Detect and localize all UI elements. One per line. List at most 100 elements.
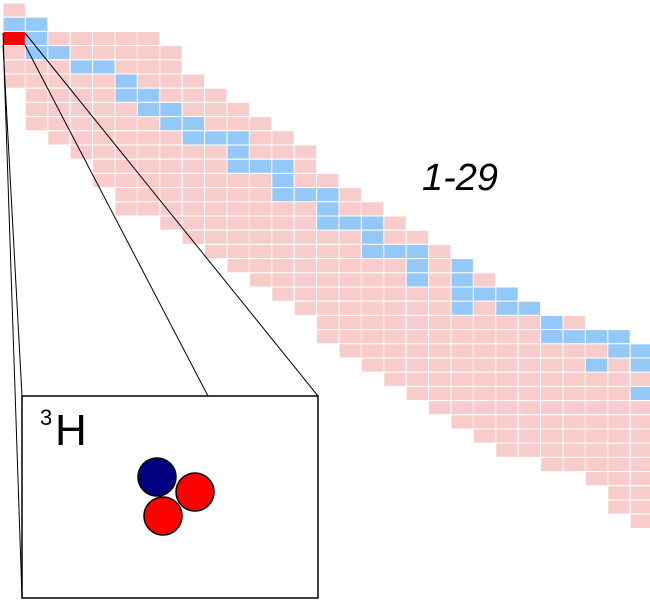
nuclide-cell-unstable	[24, 73, 49, 89]
nuclide-cell-unstable	[24, 87, 49, 103]
nuclide-cell-unstable	[293, 201, 318, 217]
nuclide-cell-unstable	[136, 158, 161, 174]
nuclide-cell-unstable	[405, 286, 430, 302]
nuclide-cell-unstable	[629, 414, 650, 430]
nuclide-cell-unstable	[316, 272, 340, 288]
nuclide-cell-unstable	[517, 414, 542, 430]
nuclide-cell-stable	[405, 243, 430, 260]
nuclide-cell-stable	[405, 272, 430, 288]
nuclide-cell-unstable	[316, 329, 340, 345]
nuclide-cell-unstable	[136, 59, 161, 75]
nuclide-cell-unstable	[383, 371, 407, 387]
nuclide-cell-unstable	[472, 428, 497, 444]
connector-line	[24, 32, 319, 397]
nuclide-cell-unstable	[2, 73, 26, 89]
nuclide-cell-unstable	[495, 414, 519, 430]
nuclide-cell-unstable	[338, 300, 362, 316]
nuclide-cell-stable	[136, 101, 161, 118]
nuclide-cell-stable	[495, 286, 519, 302]
nuclide-cell-unstable	[540, 428, 564, 444]
nuclide-cell-unstable	[338, 329, 362, 345]
nuclide-cell-unstable	[405, 357, 430, 373]
nuclide-cell-unstable	[47, 116, 71, 132]
nuclide-cell-unstable	[607, 499, 631, 515]
nuclide-cell-stable	[584, 329, 609, 345]
nuclide-cell-unstable	[540, 442, 564, 458]
nuclide-cell-unstable	[584, 371, 609, 387]
nuclide-cell-stable	[204, 130, 228, 146]
nuclide-cell-unstable	[271, 272, 295, 288]
nuclide-cell-unstable	[495, 371, 519, 387]
nuclide-cell-unstable	[226, 215, 250, 231]
nuclide-cell-unstable	[383, 272, 407, 288]
nuclide-cell-unstable	[517, 400, 542, 416]
nuclide-cell-unstable	[24, 116, 49, 132]
nuclide-cell-unstable	[181, 101, 206, 118]
nuclide-cell-unstable	[360, 357, 385, 373]
nuclide-cell-unstable	[629, 428, 650, 444]
connector-line	[24, 44, 209, 397]
nuclide-cell-unstable	[607, 456, 631, 473]
nuclide-cell-stable	[271, 158, 295, 174]
nuclide-cell-unstable	[114, 158, 138, 174]
nuclide-cell-stable	[248, 158, 273, 174]
nuclide-cell-unstable	[360, 201, 385, 217]
nuclide-cell-unstable	[47, 130, 71, 146]
nuclide-cell-unstable	[405, 371, 430, 387]
nuclide-cell-unstable	[450, 414, 474, 430]
nuclide-cell-unstable	[226, 101, 250, 118]
nuclide-cell-stable	[450, 286, 474, 302]
nuclide-cell-stable	[629, 343, 650, 359]
nuclide-cell-unstable	[540, 371, 564, 387]
nuclide-cell-unstable	[629, 442, 650, 458]
proton-sphere	[143, 496, 183, 536]
nuclide-cell-unstable	[271, 215, 295, 231]
nuclide-cell-unstable	[472, 314, 497, 331]
nuclide-cell-unstable	[114, 116, 138, 132]
nuclide-cell-unstable	[540, 414, 564, 430]
nuclide-cell-unstable	[316, 172, 340, 189]
nuclide-cell-unstable	[607, 428, 631, 444]
nuclide-cell-unstable	[629, 485, 650, 501]
nuclide-cell-unstable	[584, 343, 609, 359]
nuclide-cell-unstable	[136, 201, 161, 217]
nuclide-cell-unstable	[114, 30, 138, 47]
nuclide-cell-unstable	[204, 87, 228, 103]
nuclide-cell-stable	[629, 385, 650, 402]
nuclide-cell-stable	[159, 101, 183, 118]
nuclide-cell-unstable	[495, 442, 519, 458]
nuclide-cell-unstable	[248, 215, 273, 231]
nuclide-cell-unstable	[92, 73, 116, 89]
nuclide-cell-unstable	[562, 428, 586, 444]
nuclide-cell-unstable	[338, 229, 362, 245]
nuclide-cell-unstable	[607, 442, 631, 458]
nuclide-cell-unstable	[136, 116, 161, 132]
nuclide-cell-unstable	[293, 172, 318, 189]
nuclide-cell-unstable	[450, 385, 474, 402]
nuclide-cell-stable	[114, 73, 138, 89]
nuclide-cell-unstable	[428, 272, 452, 288]
nuclide-cell-unstable	[204, 215, 228, 231]
nuclide-cell-stable	[159, 116, 183, 132]
nuclide-cell-stable	[360, 229, 385, 245]
nuclide-cell-unstable	[562, 314, 586, 331]
nuclide-cell-unstable	[136, 45, 161, 61]
nuclide-cell-unstable	[517, 343, 542, 359]
nuclide-cell-unstable	[204, 101, 228, 118]
nuclide-cell-unstable	[607, 414, 631, 430]
nuclide-cell-unstable	[517, 442, 542, 458]
nuclide-cell-stable	[472, 286, 497, 302]
nuclide-cell-unstable	[69, 101, 94, 118]
nuclide-cell-unstable	[293, 229, 318, 245]
nuclide-cell-unstable	[472, 272, 497, 288]
nuclide-cell-stable	[517, 300, 542, 316]
nuclide-cell-unstable	[92, 101, 116, 118]
nuclide-cell-unstable	[248, 272, 273, 288]
nuclide-cell-unstable	[428, 300, 452, 316]
nuclide-cell-stable	[584, 357, 609, 373]
nuclide-cell-unstable	[92, 45, 116, 61]
nuclide-cell-stable	[450, 258, 474, 274]
nuclide-cell-unstable	[226, 243, 250, 260]
nuclide-cell-unstable	[69, 73, 94, 89]
nuclide-cell-unstable	[383, 229, 407, 245]
